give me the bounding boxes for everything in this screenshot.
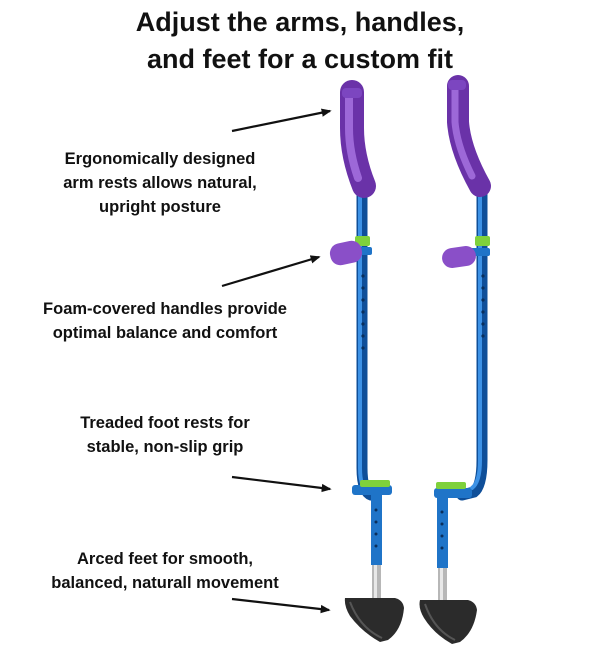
- stilt-shaft-highlight: [470, 186, 482, 490]
- callout-line: Treaded foot rests for: [80, 414, 250, 432]
- callout-line: balanced, naturall movement: [51, 574, 279, 592]
- arrow-icon: [221, 255, 321, 288]
- callout-line: Foam-covered handles provide: [43, 300, 287, 318]
- arrow-icon: [231, 108, 332, 133]
- callout-foot-rests: Treaded foot rests for stable, non-slip …: [30, 411, 300, 459]
- collar: [355, 236, 370, 246]
- callout-arm-rests: Ergonomically designed arm rests allows …: [20, 147, 300, 219]
- callout-line: stable, non-slip grip: [86, 438, 244, 456]
- title-line-1: Adjust the arms, handles,: [135, 7, 465, 37]
- stilt-right: [419, 75, 491, 644]
- arced-foot: [344, 598, 404, 642]
- callout-line: Arced feet for smooth,: [76, 550, 254, 568]
- callout-line: Ergonomically designed: [64, 150, 256, 168]
- callout-arrows: [221, 108, 332, 614]
- arced-foot: [419, 600, 477, 644]
- arrow-icon: [231, 597, 331, 614]
- lower-leg: [437, 498, 448, 568]
- page-title: Adjust the arms, handles, and feet for a…: [0, 4, 600, 78]
- collar: [475, 236, 490, 246]
- handle-foam: [442, 246, 476, 268]
- callout-handles: Foam-covered handles provide optimal bal…: [0, 297, 330, 345]
- title-line-2: and feet for a custom fit: [146, 44, 454, 74]
- callout-arced-feet: Arced feet for smooth, balanced, natural…: [20, 547, 310, 595]
- lower-leg: [371, 495, 382, 565]
- callout-line: optimal balance and comfort: [52, 324, 278, 342]
- arrow-icon: [231, 475, 332, 493]
- foot-rest: [352, 485, 392, 495]
- handle-foam: [329, 240, 363, 266]
- stilt-shaft: [356, 182, 382, 501]
- foot-rest: [434, 488, 472, 498]
- callout-line: arm rests allows natural,: [63, 174, 257, 192]
- stilt-left: [329, 80, 404, 642]
- callout-line: upright posture: [99, 198, 221, 216]
